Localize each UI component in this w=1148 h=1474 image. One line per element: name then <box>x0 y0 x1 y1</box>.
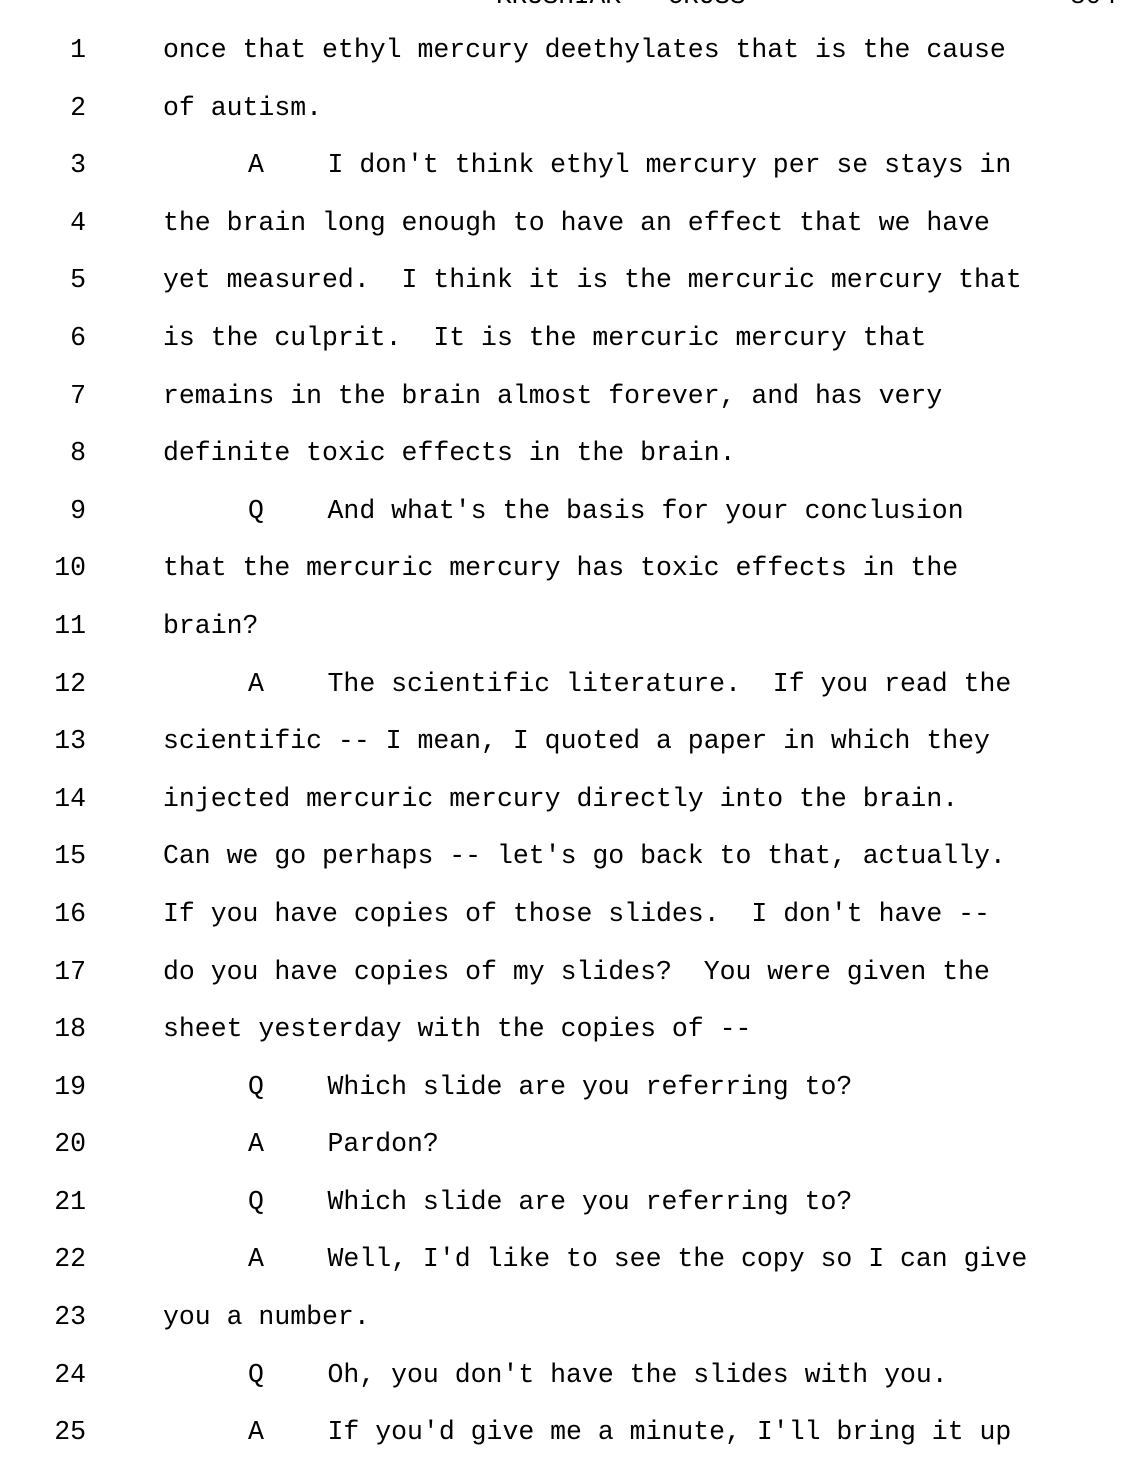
transcript-line: 2 of autism. <box>0 80 1148 138</box>
transcript-line: 14 injected mercuric mercury directly int… <box>0 771 1148 829</box>
line-number: 21 <box>54 1186 86 1217</box>
line-text: Q And what's the basis for your conclusi… <box>248 495 964 526</box>
transcript-line: 7 remains in the brain almost forever, an… <box>0 368 1148 426</box>
line-number: 10 <box>54 553 86 584</box>
transcript-line: 22 A Well, I'd like to see the copy so I … <box>0 1231 1148 1289</box>
line-number: 2 <box>70 92 86 123</box>
transcript-line: 17 do you have copies of my slides? You w… <box>0 944 1148 1002</box>
transcript-line: 6 is the culprit. It is the mercuric merc… <box>0 310 1148 368</box>
line-number: 19 <box>54 1071 86 1102</box>
line-number: 4 <box>70 207 86 238</box>
transcript-line: 8 definite toxic effects in the brain. <box>0 425 1148 483</box>
line-text: of autism. <box>163 92 323 123</box>
line-number: 5 <box>70 265 86 296</box>
line-text: A I don't think ethyl mercury per se sta… <box>248 150 1012 181</box>
line-text: A Well, I'd like to see the copy so I ca… <box>248 1244 1028 1275</box>
line-number: 24 <box>54 1359 86 1390</box>
line-number: 15 <box>54 841 86 872</box>
line-number: 3 <box>70 150 86 181</box>
transcript-line: 10 that the mercuric mercury has toxic ef… <box>0 540 1148 598</box>
line-text: If you have copies of those slides. I do… <box>163 898 990 929</box>
transcript-line: 3 A I don't think ethyl mercury per se st… <box>0 137 1148 195</box>
line-number: 12 <box>54 668 86 699</box>
line-number: 8 <box>70 438 86 469</box>
line-text: Q Oh, you don't have the slides with you… <box>248 1359 948 1390</box>
line-number: 22 <box>54 1244 86 1275</box>
header-title: KRUSHIAK - CROSS <box>496 0 746 11</box>
transcript-line: 15 Can we go perhaps -- let's go back to … <box>0 828 1148 886</box>
line-number: 6 <box>70 322 86 353</box>
line-text: you a number. <box>163 1302 370 1333</box>
line-text: yet measured. I think it is the mercuric… <box>163 265 1022 296</box>
page-header: KRUSHIAK - CROSS 804 <box>0 0 1148 11</box>
line-text: scientific -- I mean, I quoted a paper i… <box>163 726 990 757</box>
transcript-line: 24 Q Oh, you don't have the slides with y… <box>0 1347 1148 1405</box>
transcript-line: 23 you a number. <box>0 1289 1148 1347</box>
line-number: 17 <box>54 956 86 987</box>
transcript-line: 18 sheet yesterday with the copies of -- <box>0 1001 1148 1059</box>
transcript-line: 20 A Pardon? <box>0 1116 1148 1174</box>
line-text: the brain long enough to have an effect … <box>163 207 990 238</box>
line-number: 11 <box>54 610 86 641</box>
transcript-line: 4 the brain long enough to have an effect… <box>0 195 1148 253</box>
line-text: injected mercuric mercury directly into … <box>163 783 959 814</box>
line-text: sheet yesterday with the copies of -- <box>163 1014 752 1045</box>
line-text: A Pardon? <box>248 1129 439 1160</box>
line-number: 18 <box>54 1014 86 1045</box>
transcript-line: 13 scientific -- I mean, I quoted a paper… <box>0 713 1148 771</box>
line-text: that the mercuric mercury has toxic effe… <box>163 553 959 584</box>
line-text: A If you'd give me a minute, I'll bring … <box>248 1417 1012 1448</box>
line-text: Q Which slide are you referring to? <box>248 1071 853 1102</box>
line-text: once that ethyl mercury deethylates that… <box>163 35 1006 65</box>
line-text: A The scientific literature. If you read… <box>248 668 1012 699</box>
line-number: 13 <box>54 726 86 757</box>
line-number: 25 <box>54 1417 86 1448</box>
transcript-line: 12 A The scientific literature. If you re… <box>0 656 1148 714</box>
line-text: do you have copies of my slides? You wer… <box>163 956 990 987</box>
line-text: definite toxic effects in the brain. <box>163 438 736 469</box>
line-text: remains in the brain almost forever, and… <box>163 380 943 411</box>
transcript-line: 19 Q Which slide are you referring to? <box>0 1059 1148 1117</box>
transcript-line: 5 yet measured. I think it is the mercuri… <box>0 252 1148 310</box>
line-text: Can we go perhaps -- let's go back to th… <box>163 841 1006 872</box>
line-text: Q Which slide are you referring to? <box>248 1186 853 1217</box>
line-number: 14 <box>54 783 86 814</box>
transcript-line: 25 A If you'd give me a minute, I'll brin… <box>0 1404 1148 1462</box>
line-number: 20 <box>54 1129 86 1160</box>
line-number: 1 <box>70 35 86 65</box>
line-number: 7 <box>70 380 86 411</box>
transcript-line: 21 Q Which slide are you referring to? <box>0 1174 1148 1232</box>
line-number: 16 <box>54 898 86 929</box>
transcript-line: 9 Q And what's the basis for your conclus… <box>0 483 1148 541</box>
transcript-line: 16 If you have copies of those slides. I … <box>0 886 1148 944</box>
header-page-number: 804 <box>1070 0 1117 11</box>
line-number: 9 <box>70 495 86 526</box>
line-text: brain? <box>163 610 259 641</box>
line-number: 23 <box>54 1302 86 1333</box>
line-text: is the culprit. It is the mercuric mercu… <box>163 322 927 353</box>
transcript-line: 1 once that ethyl mercury deethylates tha… <box>0 22 1148 80</box>
transcript-line: 11 brain? <box>0 598 1148 656</box>
transcript-lines: 1 once that ethyl mercury deethylates tha… <box>0 22 1148 1462</box>
